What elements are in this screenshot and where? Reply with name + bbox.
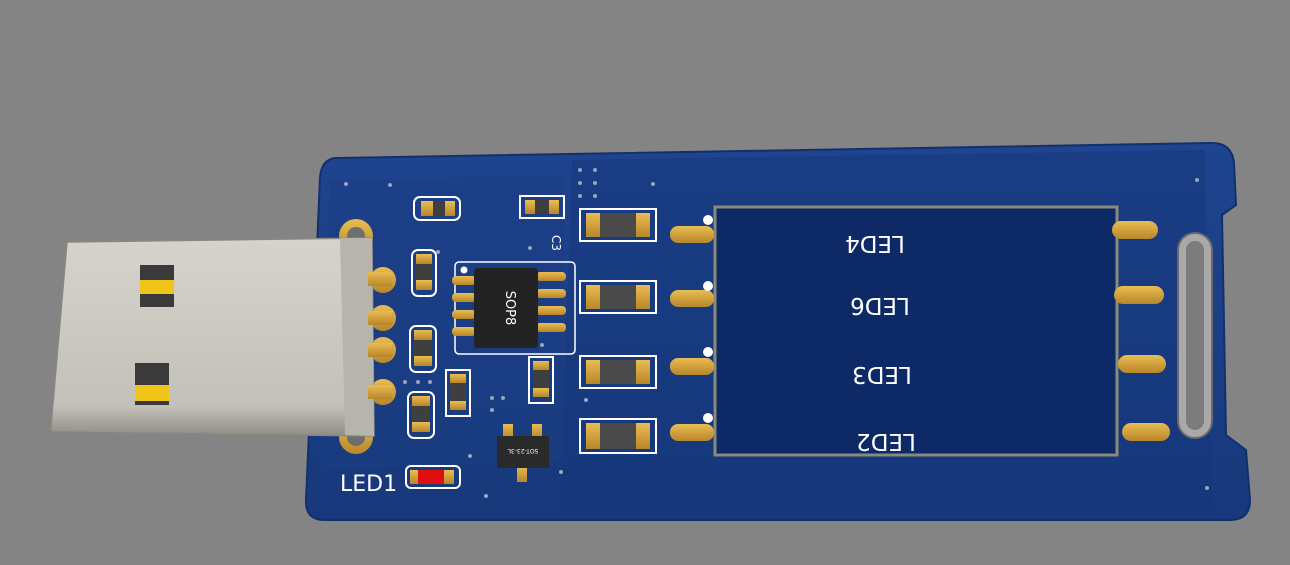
label-led1: LED1	[340, 472, 397, 497]
label-sop8: SOP8	[502, 291, 517, 326]
resistor-vertical-2	[528, 356, 554, 404]
right-gold-pads	[1112, 221, 1170, 441]
led-module: LED4 LED6 LED3 LED2	[713, 205, 1119, 457]
usb-window-bottom	[135, 363, 169, 405]
label-c3-group: C3	[549, 235, 563, 251]
cap-top-left	[413, 196, 461, 221]
resistor-r1	[579, 208, 657, 242]
left-gold-pads	[670, 215, 714, 441]
label-led6: LED6	[850, 292, 910, 318]
label-sot: SOT-23-3L	[507, 447, 538, 454]
resistor-r2	[579, 280, 657, 314]
led1-indicator: LED1	[340, 465, 461, 497]
cap-vertical-3	[407, 391, 435, 439]
sot23-transistor: SOT-23-3L	[497, 424, 549, 482]
resistor-array	[579, 208, 657, 454]
usb-window-top	[140, 265, 174, 307]
resistor-r4	[579, 418, 657, 454]
label-c3: C3	[549, 235, 563, 251]
resistor-vertical-1	[445, 369, 471, 417]
vias	[344, 168, 1209, 498]
sop8-ic: SOP8	[452, 261, 576, 355]
label-led2: LED2	[856, 428, 916, 454]
usb-a-connector	[50, 237, 392, 437]
label-led3: LED3	[852, 361, 912, 387]
cap-top-mid	[519, 195, 565, 219]
resistor-r3	[579, 355, 657, 389]
cap-vertical-1	[411, 249, 437, 297]
label-led4: LED4	[845, 230, 905, 256]
mounting-slot	[1177, 232, 1213, 439]
small-components: C3	[407, 195, 565, 439]
cap-vertical-2	[409, 325, 437, 373]
